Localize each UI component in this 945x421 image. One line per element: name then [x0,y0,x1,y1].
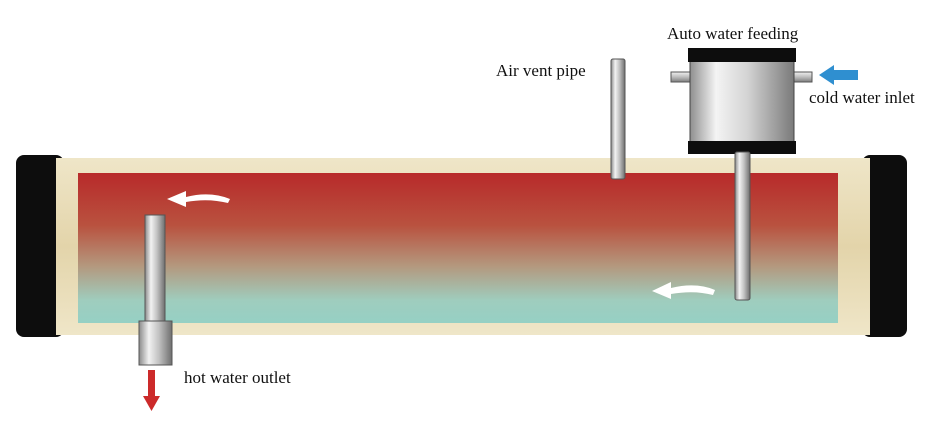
tank-left-end-cap [16,155,64,337]
hot-water-outlet-arrow [143,370,160,411]
hot-water-outlet-label: hot water outlet [184,368,291,387]
tank-right-end-cap [862,155,907,337]
air-vent-pipe [610,58,626,180]
feeder-bottom-cap [688,141,796,154]
water-flow-arrow-top-left [167,191,230,207]
feeder-down-pipe [734,151,751,301]
feeder-top-cap [688,48,796,62]
tank-water [78,173,838,323]
cold-water-inlet-arrow [819,65,858,85]
hot-water-outlet-pipe [138,214,173,366]
feeder-drum [689,49,795,153]
water-flow-arrow-bottom-right [652,282,715,299]
auto-water-feeding-unit [670,48,813,301]
cold-water-inlet-label: cold water inlet [809,88,915,107]
auto-water-feeding-label: Auto water feeding [667,24,799,43]
air-vent-pipe-label: Air vent pipe [496,61,586,80]
